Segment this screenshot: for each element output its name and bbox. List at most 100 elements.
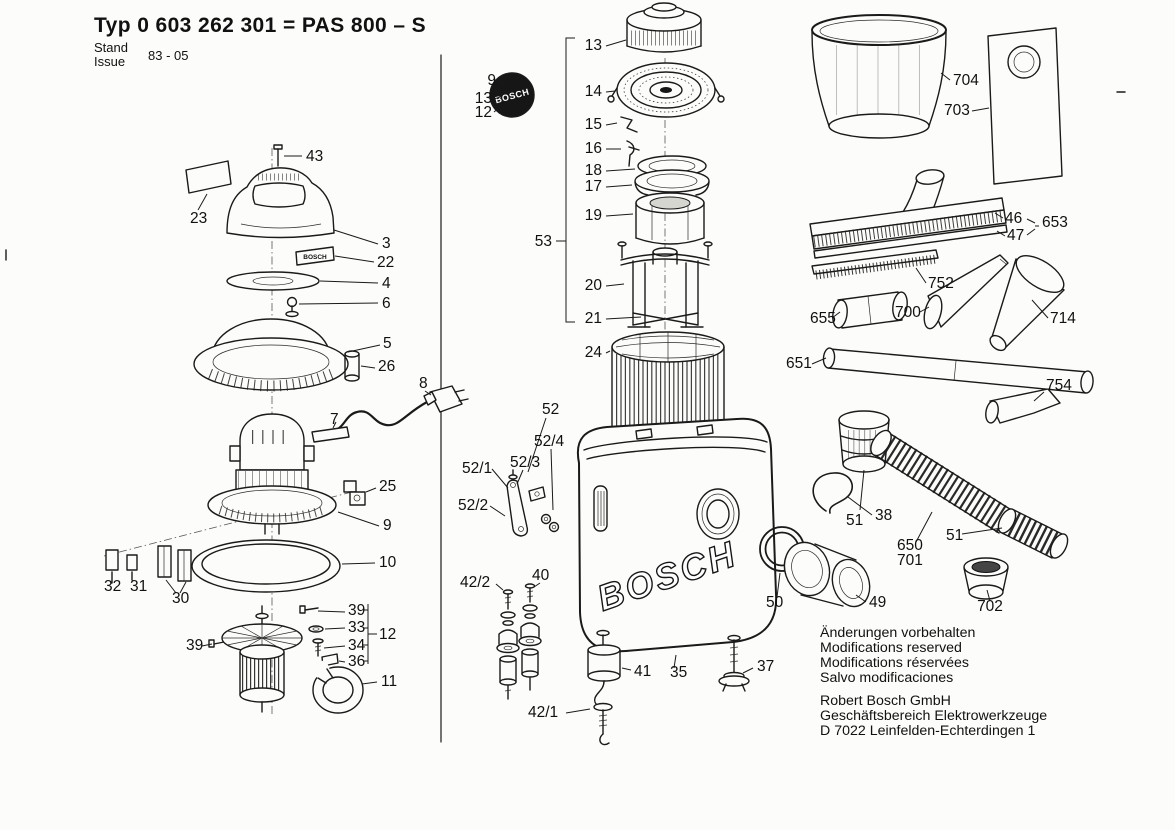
part-label-651: 651 (786, 355, 812, 372)
notice-line-en: Modifications reserved (820, 640, 962, 656)
company-name: Robert Bosch GmbH (820, 693, 951, 709)
part-label-5: 5 (383, 335, 392, 352)
part-label-39-right: 39 (348, 602, 365, 619)
part-label-650: 650 (897, 537, 923, 554)
issue-date: 83 - 05 (148, 48, 188, 63)
part-label-703: 703 (944, 102, 970, 119)
housing-ring-5 (193, 318, 349, 392)
pin-26 (344, 350, 360, 382)
part-label-30: 30 (172, 590, 190, 607)
part-label-8: 8 (419, 375, 428, 392)
part-label-12-badge: 12 (475, 104, 492, 121)
accessories (809, 14, 1094, 600)
part-label-12: 12 (379, 626, 396, 643)
seal-cup-17 (634, 169, 710, 196)
part-label-46: 46 (1005, 210, 1022, 227)
part-label-700: 700 (895, 304, 921, 321)
part-label-53: 53 (535, 233, 552, 250)
fastener-set-40 (518, 583, 542, 691)
part-label-49: 49 (869, 594, 886, 611)
seal-plate-4 (226, 271, 320, 291)
filter-disc-14 (607, 62, 725, 118)
part-label-701: 701 (897, 552, 923, 569)
part-label-36: 36 (348, 653, 365, 670)
part-label-15: 15 (585, 116, 602, 133)
latch-32 (105, 549, 119, 584)
hose-connector-51-right (997, 508, 1069, 559)
part-label-43: 43 (306, 148, 323, 165)
fastener-set-42-2 (496, 589, 520, 700)
filter-assembly: BOSCH (489, 2, 871, 746)
part-labels: 43 23 3 22 4 6 5 26 8 7 25 9 10 32 31 30… (104, 37, 1076, 721)
part-label-6: 6 (382, 295, 391, 312)
part-label-19: 19 (585, 207, 602, 224)
motor-head-assembly: BOSCH (103, 144, 469, 716)
part-label-20: 20 (585, 277, 603, 294)
floor-nozzle-46-47 (809, 169, 1008, 259)
company-address: D 7022 Leinfelden-Echterdingen 1 (820, 723, 1035, 739)
plate-23 (185, 160, 232, 194)
notice-line-fr: Modifications réservées (820, 655, 969, 671)
inlet-fitting-49 (783, 541, 871, 608)
part-label-16: 16 (585, 140, 602, 157)
part-label-26: 26 (378, 358, 395, 375)
part-label-22: 22 (377, 254, 394, 271)
part-label-52-3: 52/3 (510, 454, 540, 471)
header: Typ 0 603 262 301 = PAS 800 – S Stand Is… (94, 14, 426, 69)
part-label-42-2: 42/2 (460, 574, 490, 591)
motor-unit-9 (207, 413, 337, 535)
part-label-7: 7 (330, 411, 339, 428)
contact-clips-30 (157, 545, 192, 582)
part-label-10: 10 (379, 554, 397, 571)
part-label-31: 31 (130, 578, 147, 595)
washer-33 (308, 625, 324, 633)
part-label-34: 34 (348, 637, 366, 654)
part-label-702: 702 (977, 598, 1003, 615)
part-label-653: 653 (1042, 214, 1068, 231)
latch-31 (126, 554, 138, 581)
part-label-25: 25 (379, 478, 396, 495)
part-label-52-2: 52/2 (458, 497, 488, 514)
part-label-51-left: 51 (846, 512, 863, 529)
part-label-35: 35 (670, 664, 687, 681)
slide-7 (311, 426, 350, 443)
funnel-nozzle-714 (989, 254, 1065, 352)
screw-foot-37 (718, 634, 750, 692)
bosch-badge: BOSCH (489, 72, 535, 118)
c-ring-11 (311, 659, 364, 714)
part-label-37: 37 (757, 658, 774, 675)
bracket-52-group (506, 469, 560, 537)
part-label-52-4: 52/4 (534, 433, 565, 450)
hook-bolt-42-1 (593, 702, 613, 746)
sleeve-19 (635, 192, 705, 245)
part-label-42-1: 42/1 (528, 704, 558, 721)
part-label-21: 21 (585, 310, 602, 327)
reducer-702 (963, 557, 1009, 600)
brush-holder-25 (343, 480, 366, 506)
part-label-50: 50 (766, 594, 784, 611)
part-label-13-badge: 13 (475, 90, 492, 107)
fan-turbine (221, 605, 303, 713)
part-label-704: 704 (953, 72, 979, 89)
crevice-nozzle-700 (923, 254, 1009, 330)
part-label-23: 23 (190, 210, 207, 227)
part-label-4: 4 (382, 275, 391, 292)
part-label-752: 752 (928, 275, 954, 292)
nozzle-754 (985, 388, 1061, 424)
handle-cover-3 (226, 167, 335, 239)
part-label-9: 9 (383, 517, 392, 534)
clamp-ring-10 (191, 539, 341, 593)
company-division: Geschäftsbereich Elektrowerkzeuge (820, 708, 1047, 724)
part-label-38: 38 (875, 507, 892, 524)
part-label-47: 47 (1007, 227, 1024, 244)
wire-handle-38 (812, 472, 854, 514)
part-label-51-right: 51 (946, 527, 963, 544)
part-label-52-1: 52/1 (462, 460, 492, 477)
suction-tube-651 (822, 347, 1094, 394)
filter-plate-703 (987, 27, 1063, 185)
clip-15 (620, 116, 638, 133)
part-label-41: 41 (634, 663, 651, 680)
issue-label: Issue (94, 54, 125, 69)
valve-6 (285, 296, 299, 318)
